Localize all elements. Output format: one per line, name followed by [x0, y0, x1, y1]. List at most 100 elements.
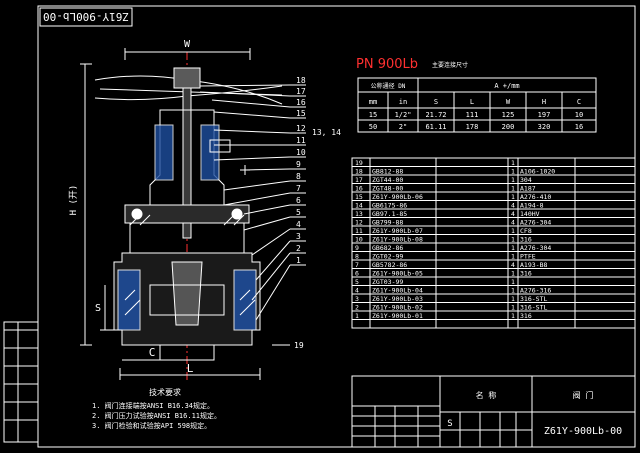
dim-table-cell: 21.72	[425, 111, 446, 119]
callout-number: 18	[296, 76, 306, 85]
callout-leader-line	[243, 216, 291, 231]
part-qty: 1	[511, 176, 515, 184]
part-qty: 1	[511, 304, 515, 312]
part-no: 11	[355, 227, 363, 235]
part-material: A106-1020	[520, 168, 555, 176]
callout-number: 8	[296, 172, 301, 181]
part-material: 140HV	[520, 210, 540, 218]
part-code: GB799-88	[372, 219, 403, 227]
dim-c: C	[149, 346, 156, 359]
part-no: 17	[355, 176, 363, 184]
part-material: A187	[520, 185, 536, 193]
part-no: 4	[355, 287, 359, 295]
drawing-number: Z61Y-900Lb-00	[544, 426, 622, 437]
callout-leaders	[199, 84, 306, 321]
callout-number: 15	[296, 109, 306, 118]
callout-leader-line	[243, 204, 291, 215]
part-code: GB97.1-85	[372, 210, 407, 218]
title-stamp: Z61Y-900Lb-00	[39, 7, 133, 27]
dim-table-cell: 2"	[399, 123, 407, 131]
dim-table-cell: 10	[575, 111, 583, 119]
dim-table-header: H	[542, 98, 546, 106]
dim-l: L	[187, 362, 194, 375]
part-no: 16	[355, 185, 363, 193]
part-material: 316-STL	[520, 295, 547, 303]
part-code: Z61Y-900Lb-07	[372, 227, 423, 235]
part-qty: 1	[511, 295, 515, 303]
part-material: A276-410	[520, 193, 551, 201]
part-qty: 1	[511, 253, 515, 261]
dim-table-cell: 50	[369, 123, 377, 131]
dim-table-cell: 61.11	[425, 123, 446, 131]
callout-leader-line	[223, 180, 291, 191]
callout-number: 10	[296, 148, 306, 157]
callout-number: 5	[296, 208, 301, 217]
part-material: 316	[520, 312, 532, 320]
part-code: GB5782-86	[372, 261, 407, 269]
callout-number: 12	[296, 124, 306, 133]
part-no: 8	[355, 253, 359, 261]
callout-number: 2	[296, 244, 301, 253]
dim-table-cell: 111	[466, 111, 479, 119]
part-qty: 1	[511, 312, 515, 320]
part-no: 15	[355, 193, 363, 201]
title-block	[351, 375, 636, 448]
part-material: A276-304	[520, 244, 551, 252]
part-material: 316	[520, 270, 532, 278]
dim-table-cell: 200	[502, 123, 515, 131]
callout-13-14: 13, 14	[312, 128, 341, 137]
part-qty: 1	[511, 278, 515, 286]
dim-table-header: mm	[369, 98, 377, 106]
part-qty: 1	[511, 236, 515, 244]
part-material: PTFE	[520, 253, 536, 261]
technical-notes: 技术要求 1. 阀门连接端按ANSI B16.34规定。 2. 阀门压力试验按A…	[92, 387, 221, 430]
title-block-s-label: S	[447, 419, 452, 429]
dim-table-cell: 125	[502, 111, 515, 119]
note-item-3: 3. 阀门检验和试验按API 598规定。	[92, 421, 211, 430]
part-no: 5	[355, 278, 359, 286]
part-no: 13	[355, 210, 363, 218]
part-qty: 4	[511, 202, 515, 210]
callout-number: 7	[296, 184, 301, 193]
part-code: GB812-88	[372, 168, 403, 176]
dim-table-header: W	[506, 98, 511, 106]
callout-number: 1	[296, 256, 301, 265]
callout-number: 11	[296, 136, 306, 145]
part-no: 12	[355, 219, 363, 227]
callout-leader-line	[213, 129, 291, 134]
callout-leader-line	[244, 168, 291, 171]
part-qty: 4	[511, 261, 515, 269]
callout-number: 4	[296, 220, 301, 229]
callout-leader-line	[199, 84, 291, 87]
part-material: CF8	[520, 227, 532, 235]
dim-table-cell: 197	[538, 111, 551, 119]
part-material: A193-B8	[520, 261, 547, 269]
part-no: 3	[355, 295, 359, 303]
part-qty: 1	[511, 193, 515, 201]
dim-table-header: C	[577, 98, 581, 106]
dimension-table	[357, 77, 597, 133]
part-code: ZGT48-00	[372, 185, 403, 193]
part-code: GB6175-86	[372, 202, 407, 210]
callout-leader-line	[199, 91, 291, 97]
callout-leader-line	[213, 111, 291, 119]
part-code: Z61Y-900Lb-01	[372, 312, 423, 320]
group-label: A +/mm	[494, 82, 519, 90]
parts-list-grid	[351, 157, 636, 329]
part-material: A276-304	[520, 219, 551, 227]
part-no: 6	[355, 270, 359, 278]
callout-leader-line	[255, 264, 291, 321]
callout-leader-line	[251, 252, 291, 301]
title-block-name-label: 名 称	[476, 390, 497, 400]
callout-leader-line	[251, 228, 291, 256]
part-no: 10	[355, 236, 363, 244]
part-code: Z61Y-900Lb-05	[372, 270, 423, 278]
title-stamp-text: Z61Y-900Lb-00	[43, 10, 129, 23]
dim-table-header: S	[434, 98, 438, 106]
dim-table-cell: 320	[538, 123, 551, 131]
valve-section-view	[94, 52, 283, 380]
part-no: 18	[355, 168, 363, 176]
dim-table-cell: 178	[466, 123, 479, 131]
part-code: Z61Y-900Lb-08	[372, 236, 423, 244]
